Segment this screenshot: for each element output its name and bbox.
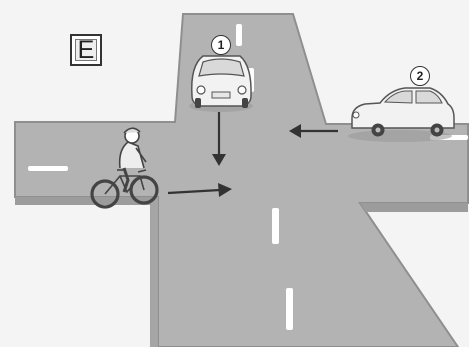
car-1-number-badge: 1 — [211, 35, 231, 55]
car-2-number-badge: 2 — [410, 66, 430, 86]
scenario-label: E — [70, 34, 102, 66]
car-1 — [189, 56, 253, 112]
road-edge-left-side — [150, 197, 158, 347]
road-edge-bottom-right — [360, 203, 468, 212]
car-2 — [348, 88, 454, 142]
